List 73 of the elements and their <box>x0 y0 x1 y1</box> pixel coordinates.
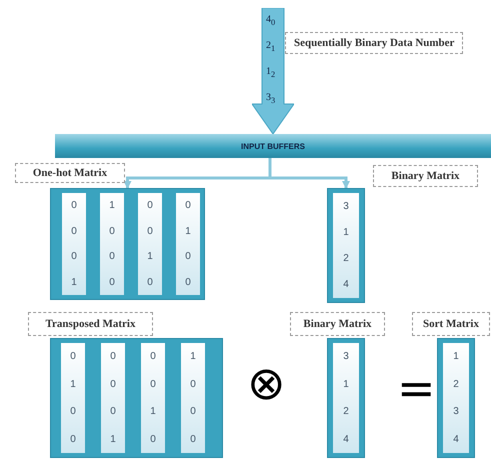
matrix-value: 1 <box>70 378 76 390</box>
matrix-value: 0 <box>147 226 153 237</box>
operator-symbol: ⊗ <box>247 360 286 406</box>
matrix-value: 0 <box>71 226 77 237</box>
matrix-value: 0 <box>185 251 191 262</box>
matrix-value: 0 <box>70 434 76 445</box>
matrix-value: 3 <box>343 351 349 362</box>
matrix-column <box>101 343 125 453</box>
matrix-column <box>100 193 124 295</box>
matrix-column <box>176 193 200 295</box>
matrix-value: 0 <box>190 378 196 390</box>
matrix-value: 4 <box>343 434 349 445</box>
matrix-value: 1 <box>110 434 116 445</box>
sequence-value: 3$_{3}$ <box>266 92 276 105</box>
matrix-value: 0 <box>110 406 116 418</box>
matrix-heading: Binary Matrix <box>290 312 385 336</box>
matrix-heading: One-hot Matrix <box>15 163 125 183</box>
matrix-value: 0 <box>150 434 156 445</box>
matrix-value: 4 <box>453 434 459 445</box>
matrix-value: 1 <box>109 200 115 212</box>
note-label: Sequentially Binary Data Number <box>285 32 464 54</box>
matrix-column <box>61 343 85 453</box>
matrix-heading: Transposed Matrix <box>28 312 153 336</box>
matrix-value: 0 <box>109 276 115 288</box>
sequence-value: 2$_{1}$ <box>266 40 276 53</box>
matrix-column <box>62 193 86 295</box>
matrix-value: 2 <box>343 406 349 418</box>
matrix-value: 1 <box>453 351 459 362</box>
matrix <box>290 312 385 460</box>
matrix-value: 0 <box>185 200 191 212</box>
matrix-value: 1 <box>150 406 156 418</box>
matrix-value: 1 <box>343 378 349 390</box>
matrix-value: 0 <box>185 276 191 288</box>
matrix-column <box>333 343 359 453</box>
arrow <box>268 158 350 189</box>
matrix-value: 0 <box>190 434 196 445</box>
matrix-value: 2 <box>343 253 349 264</box>
down-arrow <box>252 8 294 134</box>
operator-symbol: = <box>397 365 436 411</box>
matrix-value: 0 <box>110 378 116 390</box>
matrix-value: 1 <box>71 276 77 288</box>
matrix-column <box>138 193 162 295</box>
matrix-value: 3 <box>343 200 349 212</box>
matrix-value: 0 <box>71 200 77 212</box>
matrix-value: 1 <box>190 351 196 362</box>
matrix-value: 0 <box>150 378 156 390</box>
matrix-value: 2 <box>453 378 459 390</box>
matrix-column <box>181 343 205 453</box>
matrix-value: 1 <box>185 226 191 237</box>
matrix-value: 3 <box>453 406 459 418</box>
matrix-value: 1 <box>147 251 153 262</box>
matrix-column <box>141 343 165 453</box>
input-buffer-bar <box>55 134 491 158</box>
matrix-column <box>443 343 469 453</box>
matrix-value: 0 <box>70 351 76 362</box>
matrix-value: 0 <box>109 226 115 237</box>
matrix-value: 1 <box>343 226 349 238</box>
matrix-heading: Binary Matrix <box>373 165 478 187</box>
matrix-value: 0 <box>147 200 153 212</box>
matrix-value: 0 <box>71 251 77 262</box>
sequence-value: 4$_{0}$ <box>266 14 276 27</box>
matrix-value: 0 <box>150 351 156 362</box>
bar-label: INPUT BUFFERS <box>241 142 305 150</box>
matrix-value: 0 <box>110 351 116 362</box>
matrix <box>25 312 225 460</box>
matrix-value: 0 <box>190 406 196 418</box>
matrix-value: 0 <box>109 251 115 262</box>
matrix-value: 4 <box>343 279 349 290</box>
matrix-value: 0 <box>147 276 153 288</box>
matrix-heading: Sort Matrix <box>412 312 490 336</box>
matrix-column <box>333 193 359 298</box>
matrix-value: 0 <box>70 406 76 418</box>
sequence-value: 1$_{2}$ <box>266 66 276 79</box>
